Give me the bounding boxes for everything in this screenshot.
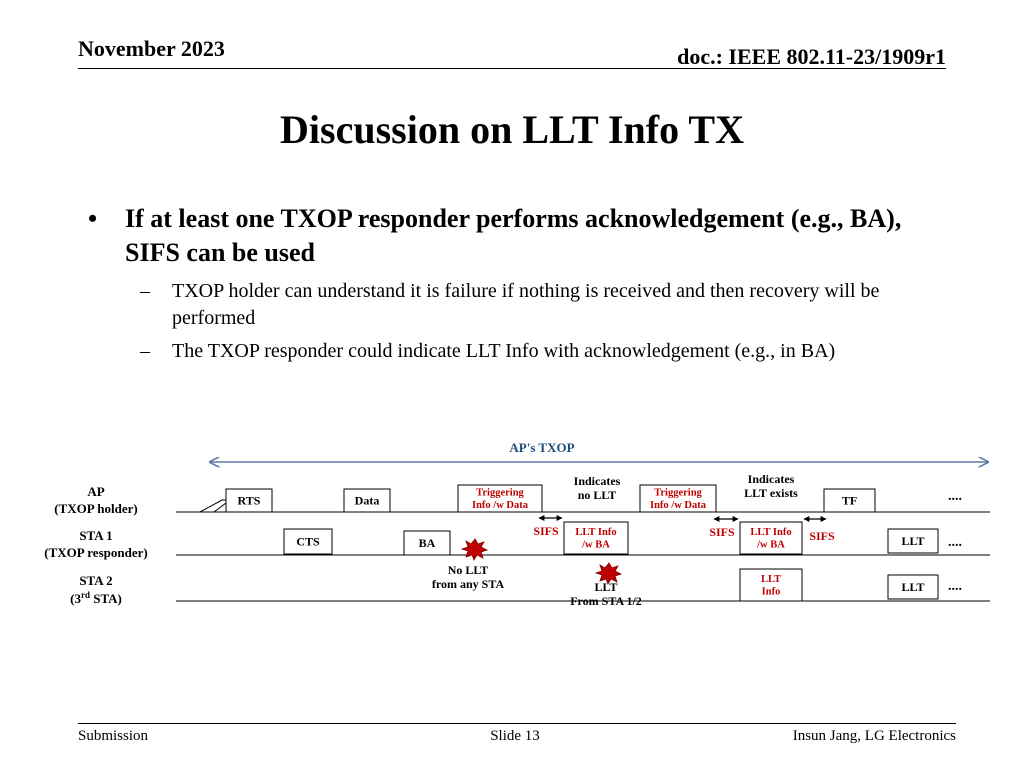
annotation-indicates-no-llt: Indicates [574, 474, 621, 488]
frame-triggering-info-label: Triggering [476, 488, 524, 499]
sub-bullet-marker: – [140, 280, 150, 302]
frame-ba-box [403, 530, 451, 556]
frame-data-box [343, 488, 391, 513]
frame-tf-label: TF [842, 494, 857, 508]
bullet-marker: • [88, 204, 98, 233]
sub-bullet-text: TXOP holder can understand it is failure… [172, 280, 880, 329]
annotation-indicates-llt-exists: Indicates [748, 472, 795, 486]
frame-llt-box [887, 528, 939, 554]
frame-llt-info-ba-label: LLT Info [575, 527, 616, 538]
bullet-item: • If at least one TXOP responder perform… [88, 202, 948, 270]
footer-slide-number: Slide 13 [490, 728, 540, 744]
sifs-label: SIFS [809, 529, 835, 543]
frame-llt-info-ba-label: /w BA [756, 540, 785, 551]
txop-label: AP's TXOP [509, 440, 574, 455]
frame-triggering-info-label: Triggering [654, 488, 702, 499]
frame-triggering-info-box [639, 484, 717, 513]
frame-llt-info-label: Info [762, 587, 781, 598]
annotation-indicates-no-llt: no LLT [578, 488, 617, 502]
annotation-llt-from-sta: From STA 1/2 [570, 594, 642, 608]
frame-llt-info-ba-label: /w BA [581, 540, 610, 551]
row-label-ap: AP [87, 484, 104, 499]
frame-rts-label: RTS [238, 494, 261, 508]
row-role-sta2: (3rd STA) [70, 590, 122, 606]
row-role-sta1: (TXOP responder) [44, 545, 147, 560]
frame-llt-info-ba-box [563, 521, 629, 555]
row-role-ap: (TXOP holder) [54, 501, 137, 516]
sub-bullet-marker: – [140, 340, 150, 362]
frame-llt-info-ba-box [739, 521, 803, 555]
frame-triggering-info-label: Info /w Data [472, 500, 529, 511]
frame-triggering-info-box [457, 484, 543, 513]
row-label-sta1: STA 1 [79, 528, 112, 543]
frame-llt-info-box [739, 568, 803, 602]
frame-cts-label: CTS [296, 535, 320, 549]
slide-title: Discussion on LLT Info TX [280, 107, 744, 152]
sub-bullet-text: The TXOP responder could indicate LLT In… [172, 340, 836, 362]
sifs-label: SIFS [533, 524, 559, 538]
footer-author: Insun Jang, LG Electronics [792, 728, 956, 744]
footer-divider [78, 723, 956, 724]
frame-data-label: Data [355, 494, 380, 508]
continuation-ellipsis: .... [948, 535, 962, 550]
bullet-text: If at least one TXOP responder performs … [125, 204, 902, 267]
row-label-sta2: STA 2 [79, 573, 112, 588]
frame-rts-box [225, 488, 273, 513]
frame-llt-info-label: LLT [761, 574, 781, 585]
header-date: November 2023 [78, 36, 225, 61]
annotation-no-llt: from any STA [432, 577, 505, 591]
frame-llt-box [887, 574, 939, 600]
frame-llt-label: LLT [902, 580, 925, 594]
frame-tf-box [823, 488, 876, 513]
frame-ba-label: BA [419, 536, 436, 550]
sifs-label: SIFS [709, 525, 735, 539]
frame-llt-label: LLT [902, 534, 925, 548]
header-doc-id: doc.: IEEE 802.11-23/1909r1 [677, 44, 946, 69]
bullet-list: • If at least one TXOP responder perform… [88, 202, 948, 371]
footer-submission: Submission [78, 728, 149, 744]
collision-icon [594, 562, 623, 585]
collision-icon [460, 538, 489, 561]
continuation-ellipsis: .... [948, 489, 962, 504]
annotation-llt-from-sta: LLT [595, 580, 618, 594]
frame-triggering-info-label: Info /w Data [650, 500, 707, 511]
header-divider [78, 68, 946, 69]
frame-cts-box [283, 528, 333, 555]
sub-bullet-item: – TXOP holder can understand it is failu… [140, 278, 948, 332]
annotation-no-llt: No LLT [448, 563, 489, 577]
frame-llt-info-ba-label: LLT Info [750, 527, 791, 538]
sub-bullet-item: – The TXOP responder could indicate LLT … [140, 338, 948, 365]
continuation-ellipsis: .... [948, 579, 962, 594]
annotation-indicates-llt-exists: LLT exists [744, 486, 798, 500]
